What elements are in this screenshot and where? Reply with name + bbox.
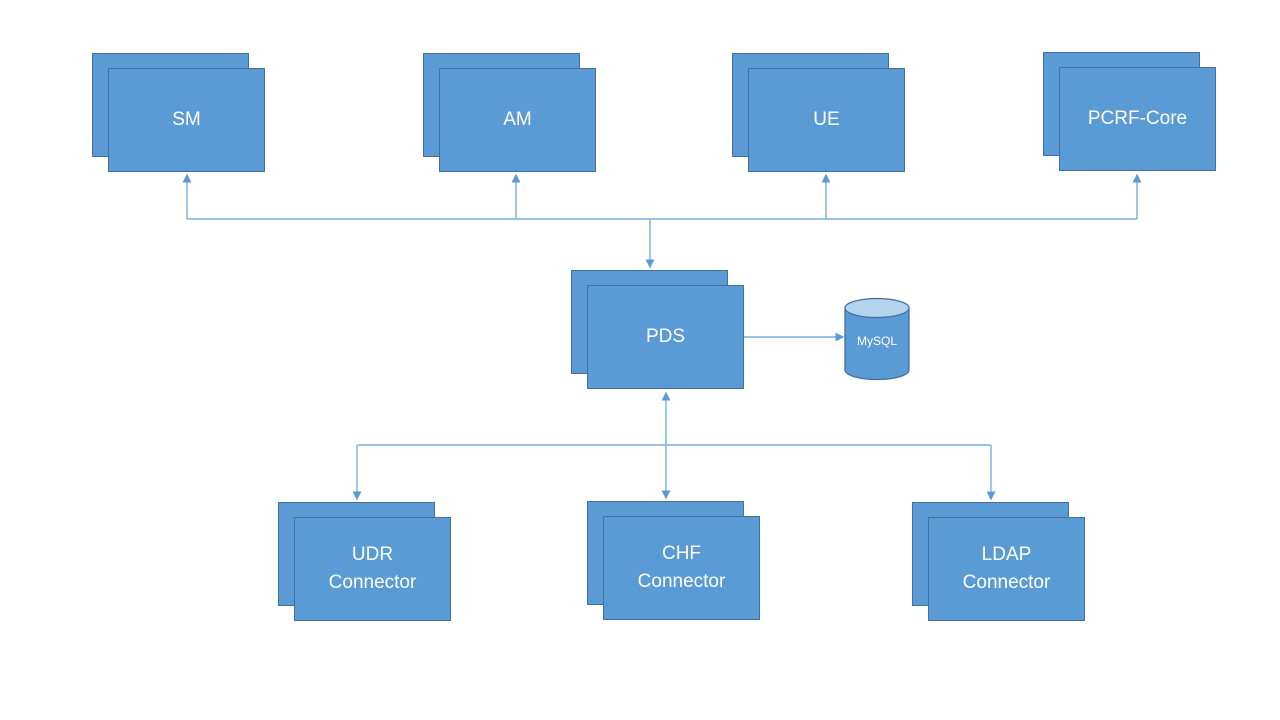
node-ue-front-card: UE — [748, 68, 905, 172]
node-udr-connector: UDR Connector — [278, 502, 451, 621]
node-am: AM — [423, 53, 596, 172]
node-am-front-card: AM — [439, 68, 596, 172]
node-pds: PDS — [571, 270, 744, 389]
node-chf-connector-label-line1: CHF — [661, 543, 702, 564]
node-sm: SM — [92, 53, 265, 172]
node-ue-label: UE — [813, 109, 840, 130]
node-udr-connector-label-line1: UDR — [351, 544, 394, 565]
node-pcrf-core-label: PCRF-Core — [1087, 108, 1188, 129]
node-pcrf-core: PCRF-Core — [1043, 52, 1216, 171]
node-am-label: AM — [503, 109, 532, 130]
node-ldap-connector-label-line1: LDAP — [981, 544, 1032, 565]
node-pds-label: PDS — [645, 326, 686, 347]
node-chf-connector-front-card: CHF Connector — [603, 516, 760, 620]
node-sm-front-card: SM — [108, 68, 265, 172]
node-ldap-connector: LDAP Connector — [912, 502, 1085, 621]
node-pcrf-core-front-card: PCRF-Core — [1059, 67, 1216, 171]
cylinder-body — [844, 307, 910, 381]
node-ldap-connector-front-card: LDAP Connector — [928, 517, 1085, 621]
node-pds-front-card: PDS — [587, 285, 744, 389]
cylinder-top — [844, 297, 910, 319]
node-mysql-label: MySQL — [857, 334, 897, 348]
node-chf-connector-label-line2: Connector — [637, 571, 726, 592]
node-sm-label: SM — [172, 109, 201, 130]
node-mysql-cylinder: MySQL — [844, 297, 910, 381]
node-udr-connector-label-line2: Connector — [328, 572, 417, 593]
node-udr-connector-front-card: UDR Connector — [294, 517, 451, 621]
node-ue: UE — [732, 53, 905, 172]
node-chf-connector: CHF Connector — [587, 501, 760, 620]
node-ldap-connector-label-line2: Connector — [962, 572, 1051, 593]
